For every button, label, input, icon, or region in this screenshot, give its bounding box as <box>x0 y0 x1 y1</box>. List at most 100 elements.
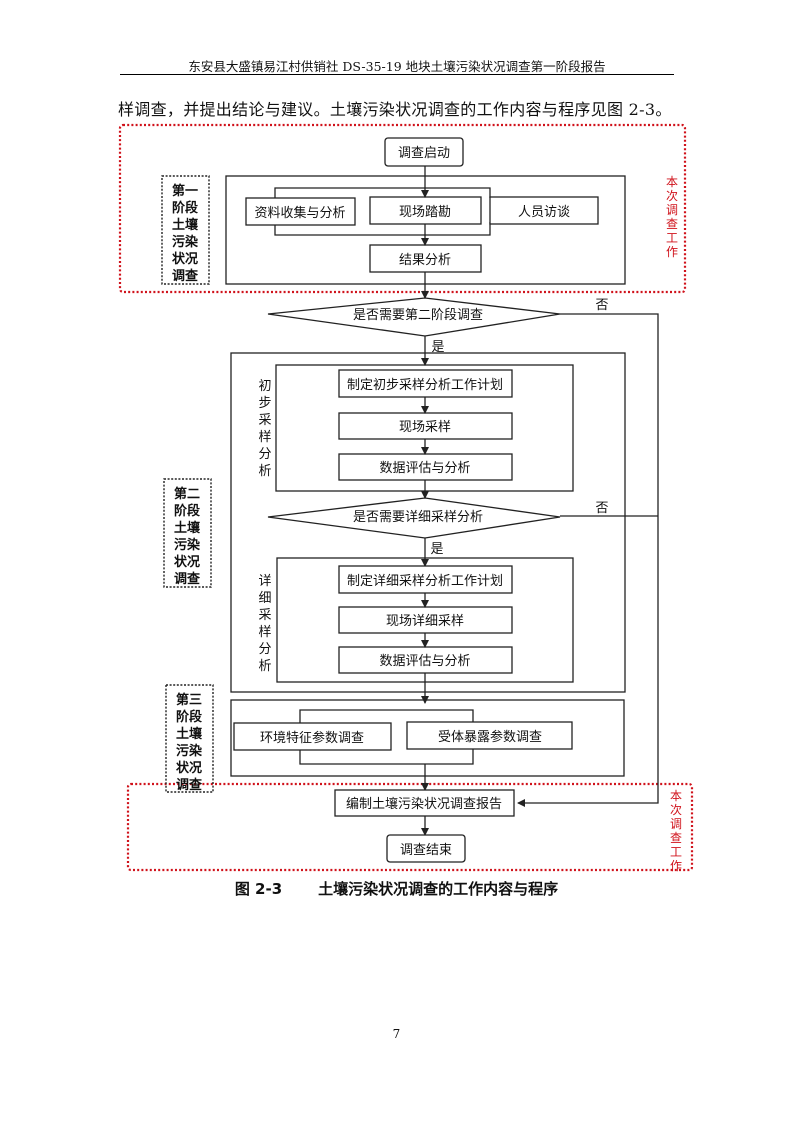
start-node-label: 调查启动 <box>398 146 450 161</box>
vertical-char: 析 <box>258 464 271 479</box>
vertical-char: 步 <box>258 396 271 411</box>
decision1-label: 是否需要第二阶段调查 <box>353 308 483 323</box>
stage-label-line: 调查 <box>172 268 199 284</box>
stage3-task-2 <box>406 721 573 750</box>
vertical-char: 调 <box>666 203 678 217</box>
stage-label-line: 阶段 <box>172 200 198 216</box>
caption-title: 土壤污染状况调查的工作内容与程序 <box>318 880 559 898</box>
vertical-char: 工 <box>670 845 682 859</box>
decision2-label: 是否需要详细采样分析 <box>353 510 483 525</box>
stage-label-line: 阶段 <box>174 503 200 519</box>
vertical-char: 详 <box>258 574 271 589</box>
stage1-bracket-bottom <box>274 222 491 236</box>
header-rule <box>120 74 674 75</box>
stage-label-line: 状况 <box>172 251 198 267</box>
task-label-1: 资料收集与分析 <box>254 205 345 221</box>
initial-step-label-2: 现场采样 <box>399 420 451 435</box>
scope-box-bottom <box>126 782 694 872</box>
stage1-bracket <box>274 187 491 198</box>
stage3-bracket <box>299 709 474 723</box>
vertical-char: 作 <box>670 859 682 873</box>
vertical-char: 样 <box>258 430 271 445</box>
vertical-char: 采 <box>258 608 271 623</box>
vertical-char: 查 <box>670 831 682 845</box>
vertical-char: 采 <box>258 413 271 428</box>
stage-label-line: 调查 <box>174 571 201 587</box>
report-label: 编制土壤污染状况调查报告 <box>346 796 502 812</box>
end-label: 调查结束 <box>400 843 452 858</box>
detailed-sampling-label: 详细采样分析 <box>258 574 271 674</box>
vertical-char: 调 <box>670 817 682 831</box>
detailed-step-label-2: 现场详细采样 <box>386 614 464 629</box>
no-path-1 <box>517 313 659 807</box>
stage-label-line: 污染 <box>176 743 203 759</box>
stage2-container <box>230 352 626 693</box>
stage1-label-box <box>161 175 210 285</box>
task-node-1 <box>245 197 356 226</box>
stage-label-line: 状况 <box>174 554 200 570</box>
vertical-char: 样 <box>258 625 271 640</box>
vertical-char: 次 <box>670 803 682 817</box>
stage-label-line: 土壤 <box>174 520 201 536</box>
stage3-container <box>230 699 625 777</box>
stage3-label-box <box>165 684 214 793</box>
result-label: 结果分析 <box>399 253 451 268</box>
detailed-step-1 <box>338 565 513 594</box>
task-label-2: 现场踏勘 <box>399 205 451 220</box>
stage-label-line: 土壤 <box>172 217 199 233</box>
stage3-task-1 <box>233 722 392 751</box>
initial-step-label-3: 数据评估与分析 <box>379 461 470 476</box>
detailed-step-label-3: 数据评估与分析 <box>379 654 470 669</box>
start-node <box>384 137 464 167</box>
decision2-yes: 是 <box>430 542 443 557</box>
decision1-no: 否 <box>595 298 608 313</box>
vertical-char: 查 <box>666 217 678 231</box>
task-node-3 <box>489 196 599 225</box>
vertical-char: 本 <box>666 175 678 189</box>
stage-label-line: 第三 <box>176 692 202 708</box>
lead-paragraph: 样调查，并提出结论与建议。土壤污染状况调查的工作内容与程序见图 2-3。 <box>118 100 672 119</box>
stage-label-line: 第一 <box>172 183 198 199</box>
vertical-char: 分 <box>258 642 271 657</box>
stage-label-line: 状况 <box>176 760 202 776</box>
task-label-3: 人员访谈 <box>518 205 570 220</box>
vertical-char: 本 <box>670 789 682 803</box>
stage-label-line: 调查 <box>176 777 203 793</box>
initial-step-2 <box>338 412 513 440</box>
end-node <box>386 834 466 863</box>
caption-number: 图 2-3 <box>234 880 283 898</box>
stage-label-line: 污染 <box>174 537 201 553</box>
vertical-char: 细 <box>258 591 271 606</box>
stage3-bracket-bottom <box>299 748 474 765</box>
task-node-2 <box>369 196 482 225</box>
detailed-step-label-1: 制定详细采样分析工作计划 <box>347 574 503 589</box>
detailed-step-3 <box>338 646 513 674</box>
running-header: 东安县大盛镇易江村供销社 DS-35-19 地块土壤污染状况调查第一阶段报告 <box>188 59 606 74</box>
stage3-task-label-1: 环境特征参数调查 <box>260 730 364 746</box>
vertical-char: 分 <box>258 447 271 462</box>
stage-label-line: 污染 <box>172 234 199 250</box>
result-node <box>369 244 482 273</box>
scope-box-top <box>118 123 687 294</box>
vertical-char: 析 <box>258 659 271 674</box>
initial-sampling-label: 初步采样分析 <box>258 379 271 479</box>
report-node <box>334 789 515 817</box>
figure-caption: 图 2-3 土壤污染状况调查的工作内容与程序 <box>0 878 793 899</box>
decision1-yes: 是 <box>431 340 444 355</box>
stage3-task-label-2: 受体暴露参数调查 <box>438 729 542 745</box>
stage-label-line: 土壤 <box>176 726 203 742</box>
stage2-label-box <box>163 478 212 588</box>
stage-label-line: 阶段 <box>176 709 202 725</box>
decision2-no: 否 <box>595 501 608 516</box>
vertical-char: 次 <box>666 189 678 203</box>
vertical-char: 初 <box>258 379 271 394</box>
detailed-step-2 <box>338 606 513 634</box>
vertical-char: 工 <box>666 231 678 245</box>
vertical-char: 作 <box>666 245 678 259</box>
